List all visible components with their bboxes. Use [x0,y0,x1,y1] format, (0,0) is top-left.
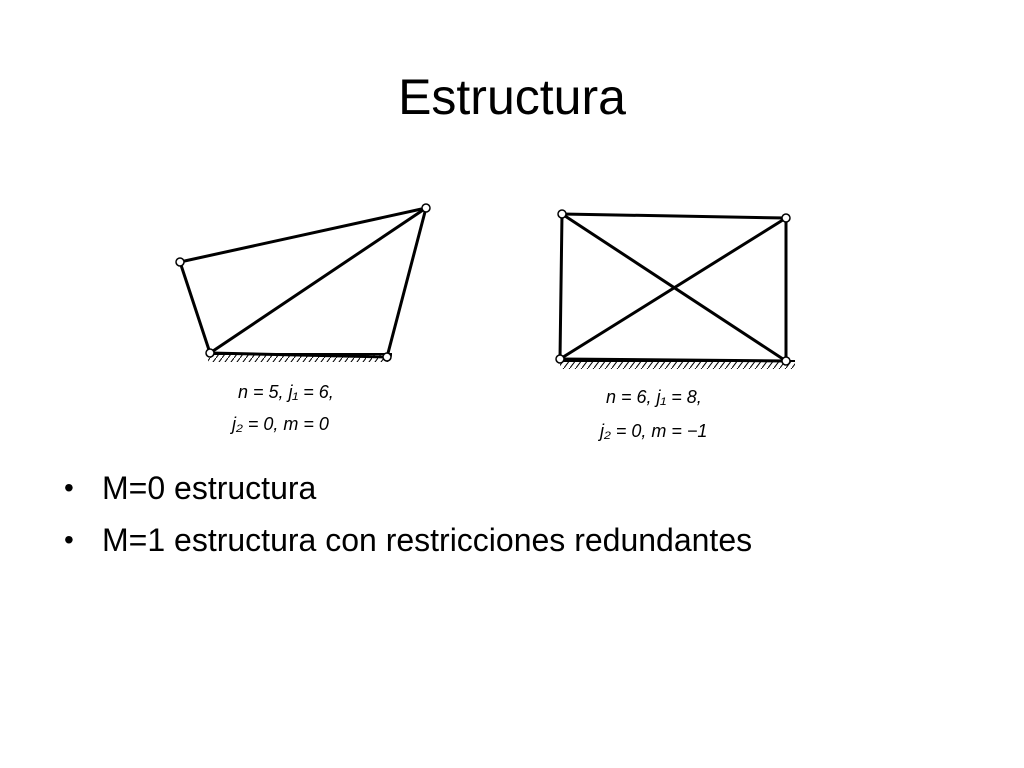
member [208,206,428,355]
joint [175,257,185,267]
bullet-text: M=1 estructura con restricciones redunda… [102,522,753,558]
bullet-list: • M=0 estructura • M=1 estructura con re… [62,462,1002,566]
member [208,351,389,359]
joint [555,354,565,364]
bullet-dot-icon: • [64,472,74,503]
bullet-text: M=0 estructura [102,470,317,506]
bullet-item: • M=1 estructura con restricciones redun… [62,514,1002,566]
truss-diagram-right: n = 6, j₁ = 8, j₂ = 0, m = −1 [555,209,795,441]
member [385,206,428,359]
slide-title: Estructura [398,69,626,125]
ground-hatch [208,355,392,362]
bullet-dot-icon: • [64,524,74,555]
joint [781,356,791,366]
equation-line-1: n = 6, j₁ = 8, [606,387,702,407]
joint [557,209,567,219]
equation-line-2: j₂ = 0, m = −1 [597,421,707,441]
joint [205,348,215,358]
joint [781,213,791,223]
member [558,212,564,361]
member [178,260,212,355]
member [558,216,788,361]
member [560,212,788,220]
equation-line-2: j₂ = 0, m = 0 [229,414,329,434]
truss-diagram-left: n = 5, j₁ = 6, j₂ = 0, m = 0 [175,203,431,434]
equation-line-1: n = 5, j₁ = 6, [238,382,334,402]
bullet-item: • M=0 estructura [62,462,1002,514]
member [178,206,428,264]
joint [382,352,392,362]
joint [421,203,431,213]
member [558,357,788,363]
ground-hatch [560,362,795,369]
